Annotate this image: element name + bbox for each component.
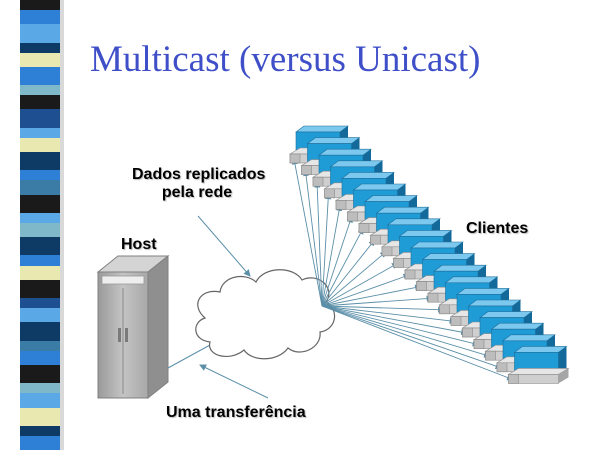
- stripe-segment: [20, 52, 60, 67]
- stripe-segment: [20, 237, 60, 256]
- stripe-segment: [20, 322, 60, 341]
- stripe-segment: [20, 350, 60, 365]
- stripe-segment: [20, 255, 60, 266]
- stripe-segment: [20, 393, 60, 408]
- stripe-segment: [20, 265, 60, 280]
- stripe-segment: [20, 308, 60, 323]
- one-transfer-pointer-arrow: [199, 364, 269, 399]
- fan-arrow: [321, 305, 491, 358]
- fan-arrow: [321, 251, 387, 307]
- stripe-segment: [20, 194, 60, 213]
- fan-arrow: [321, 273, 410, 307]
- stripe-segment: [20, 66, 60, 86]
- stripe-segment: [20, 340, 60, 351]
- fan-arrow: [321, 239, 376, 307]
- fan-arrow: [321, 216, 353, 307]
- stripe-segment: [20, 137, 60, 153]
- stripe-segment: [20, 180, 60, 195]
- stripe-segment: [20, 383, 60, 394]
- stripe-segment: [20, 298, 60, 309]
- slide-title: Multicast (versus Unicast): [90, 39, 481, 80]
- fan-arrow: [321, 305, 445, 313]
- stripe-segment: [20, 24, 60, 43]
- fan-arrow: [314, 181, 323, 307]
- fan-arrow: [321, 192, 332, 307]
- host-label: Host: [121, 236, 157, 253]
- stripe-segment: [20, 212, 60, 224]
- stripe-segment: [20, 435, 60, 450]
- host-to-network-line: [167, 344, 211, 369]
- stripe-segment: [20, 127, 60, 138]
- fan-arrow: [321, 305, 479, 347]
- stripe-segment: [20, 42, 60, 53]
- stripe-segment: [20, 85, 60, 96]
- fan-arrow: [321, 305, 514, 381]
- fan-arrow: [321, 305, 468, 336]
- stripe-segment: [20, 407, 60, 426]
- stripe-segment: [20, 170, 60, 181]
- clients-label: Clientes: [466, 220, 529, 237]
- stripe-segment: [20, 10, 60, 25]
- fan-arrow: [321, 262, 399, 307]
- stripe-segment: [20, 279, 60, 299]
- stripe-bar-shadow: [60, 0, 64, 450]
- stripe-segment: [20, 109, 60, 128]
- replicated-data-pointer-arrow: [197, 215, 251, 277]
- multicast-fan-arrows: [291, 158, 514, 381]
- replicated-data-label: Dados replicados pela rede: [132, 166, 266, 202]
- fan-arrow: [321, 227, 364, 307]
- fan-arrow: [321, 204, 343, 307]
- one-transfer-label: Uma transferência: [166, 404, 306, 421]
- stripe-segment: [20, 95, 60, 110]
- network-cloud-icon: [195, 269, 336, 360]
- fan-arrow: [291, 158, 323, 307]
- stripe-segment: [20, 152, 60, 171]
- stripe-segment: [20, 0, 60, 11]
- client-computer-icon: [507, 346, 570, 384]
- replicated-data-label-line2: pela rede: [161, 184, 233, 201]
- host-server-icon: [96, 254, 170, 400]
- stripe-segment: [20, 364, 60, 384]
- fan-arrow: [321, 295, 433, 307]
- stripe-segment: [20, 425, 60, 436]
- fan-arrow: [321, 284, 422, 307]
- fan-arrow: [321, 305, 502, 370]
- replicated-data-label-line1: Dados replicados: [132, 166, 266, 183]
- fan-arrow: [303, 169, 323, 307]
- decorative-stripe-bar: [20, 0, 60, 450]
- fan-arrow: [321, 305, 456, 324]
- client-computers-group: [288, 125, 570, 384]
- stripe-segment: [20, 223, 60, 238]
